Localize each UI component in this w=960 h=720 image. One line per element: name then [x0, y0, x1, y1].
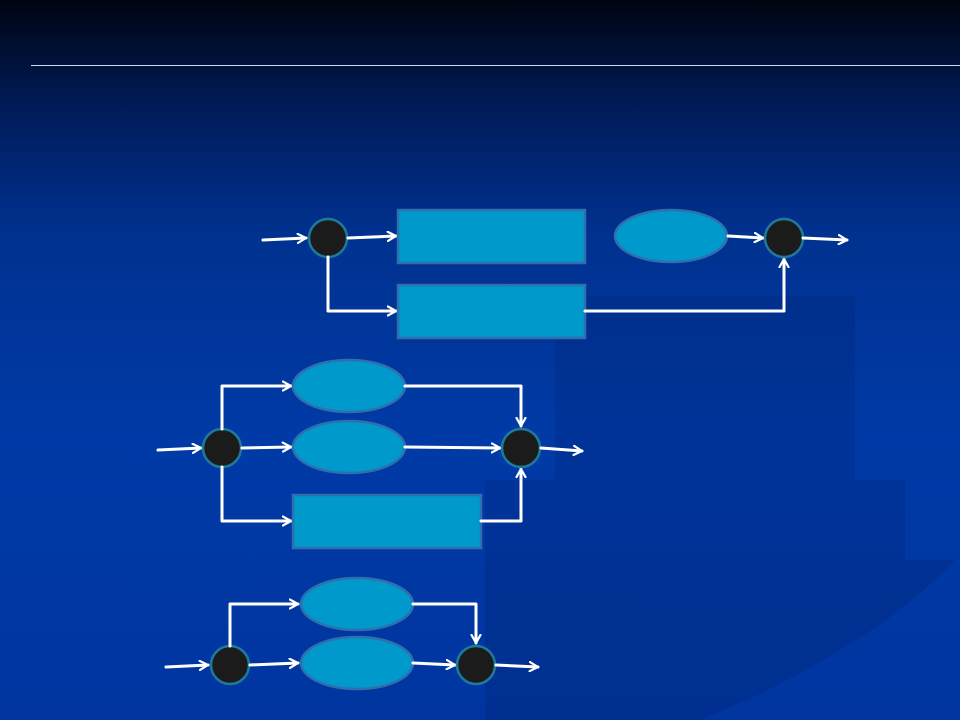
diagram-2-arrow-to-ellipse-top — [220, 386, 293, 431]
diagram-1-output-arrow — [801, 238, 849, 240]
diagram-1-arrow-to-join — [726, 236, 765, 238]
diagram-1-split-node — [307, 217, 349, 259]
diagram-1-arrow-to-box-bottom — [326, 255, 398, 311]
diagram-1-join-node — [763, 217, 805, 259]
diagram-2-arrow-box-to-join — [479, 467, 521, 523]
diagram-3-output-arrow — [494, 665, 540, 667]
diagram-2-arrow-top-to-join — [403, 384, 521, 428]
diagram-1-arrow-to-box-top — [346, 236, 398, 238]
diagram-2-arrow-to-box — [220, 465, 293, 521]
background-watermark — [485, 296, 955, 720]
diagram-2-join-node — [500, 427, 542, 469]
diagram-2-box — [291, 493, 483, 550]
diagram-3-split-node — [209, 644, 251, 686]
diagram-1 — [261, 208, 849, 340]
diagram-3 — [164, 576, 540, 691]
diagram-3-ellipse-bottom — [299, 635, 415, 691]
diagram-2-ellipse-middle — [291, 419, 407, 475]
diagram-2-arrow-middle-to-join — [403, 447, 502, 448]
diagram-2-input-arrow — [156, 448, 203, 450]
diagram-3-arrow-bottom-to-join — [411, 663, 457, 665]
diagram-1-input-arrow — [261, 238, 308, 240]
diagram-3-arrow-to-ellipse-top — [228, 604, 300, 648]
diagram-2-ellipse-top — [291, 358, 407, 414]
title-divider — [31, 65, 960, 66]
diagram-3-arrow-to-ellipse-bottom — [248, 663, 300, 665]
diagram-3-ellipse-top — [299, 576, 415, 632]
diagram-2-output-arrow — [539, 448, 584, 451]
diagram-1-box-top — [396, 208, 587, 265]
diagram-3-join-node — [455, 644, 497, 686]
diagram-1-arrow-box-to-join — [583, 257, 784, 313]
diagram-2-split-node — [201, 427, 243, 469]
diagram-1-ellipse — [613, 208, 729, 264]
diagram-2-arrow-to-ellipse-middle — [240, 447, 293, 448]
diagram-3-arrow-top-to-join — [411, 602, 476, 645]
diagram-3-input-arrow — [164, 665, 210, 667]
diagram-1-box-bottom — [396, 283, 587, 340]
diagram-2 — [156, 358, 584, 550]
